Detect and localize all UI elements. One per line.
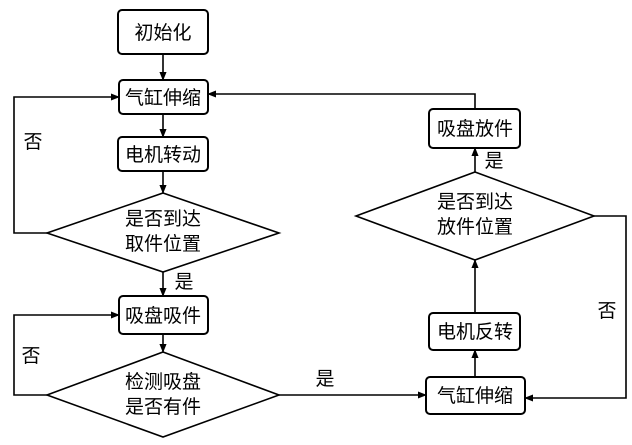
node-motor-forward: 电机转动 <box>117 136 209 172</box>
edge-place-to-cylinder <box>207 90 476 109</box>
label-place-yes: 是 <box>484 150 503 172</box>
edge-pickcheck-no-loop <box>13 93 120 234</box>
label-detect-no: 否 <box>21 345 40 367</box>
node-motor-reverse-label: 电机反转 <box>437 321 513 343</box>
node-init-label: 初始化 <box>134 22 191 44</box>
node-motor-reverse: 电机反转 <box>428 312 521 351</box>
connectors <box>13 54 627 402</box>
node-cylinder-top-label: 气缸伸缩 <box>125 87 201 109</box>
node-init: 初始化 <box>117 9 209 55</box>
node-detect: 检测吸盘 是否有件 <box>44 351 282 438</box>
node-suction-pick: 吸盘吸件 <box>118 295 209 335</box>
node-cylinder-bottom: 气缸伸缩 <box>425 376 526 415</box>
edge-placecheck-no-loop <box>524 215 627 402</box>
node-detect-line1: 检测吸盘 <box>125 371 201 393</box>
node-pick-check: 是否到达 取件位置 <box>44 192 282 273</box>
node-suction-pick-label: 吸盘吸件 <box>125 305 201 327</box>
node-detect-line2: 是否有件 <box>125 396 201 418</box>
edge-detect-no-loop <box>13 311 120 396</box>
label-pick-yes: 是 <box>174 271 193 293</box>
node-suction-place: 吸盘放件 <box>428 108 521 149</box>
node-motor-forward-label: 电机转动 <box>125 144 201 166</box>
node-place-check-line1: 是否到达 <box>437 191 513 213</box>
node-suction-place-label: 吸盘放件 <box>437 118 513 140</box>
node-pick-check-line2: 取件位置 <box>125 233 201 255</box>
node-cylinder-bottom-label: 气缸伸缩 <box>437 385 513 407</box>
node-place-check-line2: 放件位置 <box>437 216 513 238</box>
node-place-check: 是否到达 放件位置 <box>353 171 597 261</box>
label-pick-no: 否 <box>23 131 42 153</box>
label-detect-yes: 是 <box>315 368 334 390</box>
node-pick-check-line1: 是否到达 <box>125 208 201 230</box>
node-cylinder-top: 气缸伸缩 <box>118 79 209 115</box>
label-place-no: 否 <box>597 300 616 322</box>
